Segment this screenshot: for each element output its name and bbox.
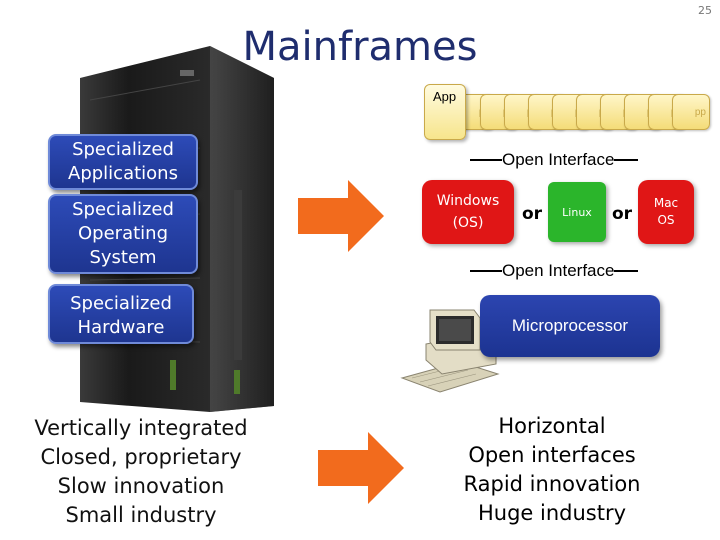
open-interface-bottom: Open Interface [470, 261, 680, 281]
app-stack: pp pp pp pp pp pp pp pp pp pp [440, 86, 710, 138]
computer-icon [400, 309, 500, 393]
or-label: or [612, 204, 633, 224]
app-card-front: App [424, 84, 466, 140]
slide-number: 25 [698, 4, 712, 17]
app-card: pp [672, 94, 710, 130]
specialized-applications-box: Specialized Applications [48, 134, 198, 190]
windows-os-box: Windows (OS) [422, 180, 514, 244]
or-label: or [522, 204, 543, 224]
right-arrow-icon [298, 180, 384, 252]
linux-os-box: Linux [548, 182, 606, 242]
microprocessor-box: Microprocessor [480, 295, 660, 357]
vertical-summary: Vertically integrated Closed, proprietar… [34, 416, 248, 527]
open-interface-label: Open Interface [502, 261, 615, 280]
open-interface-label: Open Interface [502, 150, 615, 169]
right-arrow-icon [318, 432, 404, 504]
specialized-os-box: Specialized Operating System [48, 194, 198, 274]
slide-title: Mainframes [242, 24, 478, 70]
open-interface-top: Open Interface [470, 150, 680, 170]
horizontal-summary: Horizontal Open interfaces Rapid innovat… [463, 414, 641, 525]
mac-os-box: Mac OS [638, 180, 694, 244]
specialized-hardware-box: Specialized Hardware [48, 284, 194, 344]
